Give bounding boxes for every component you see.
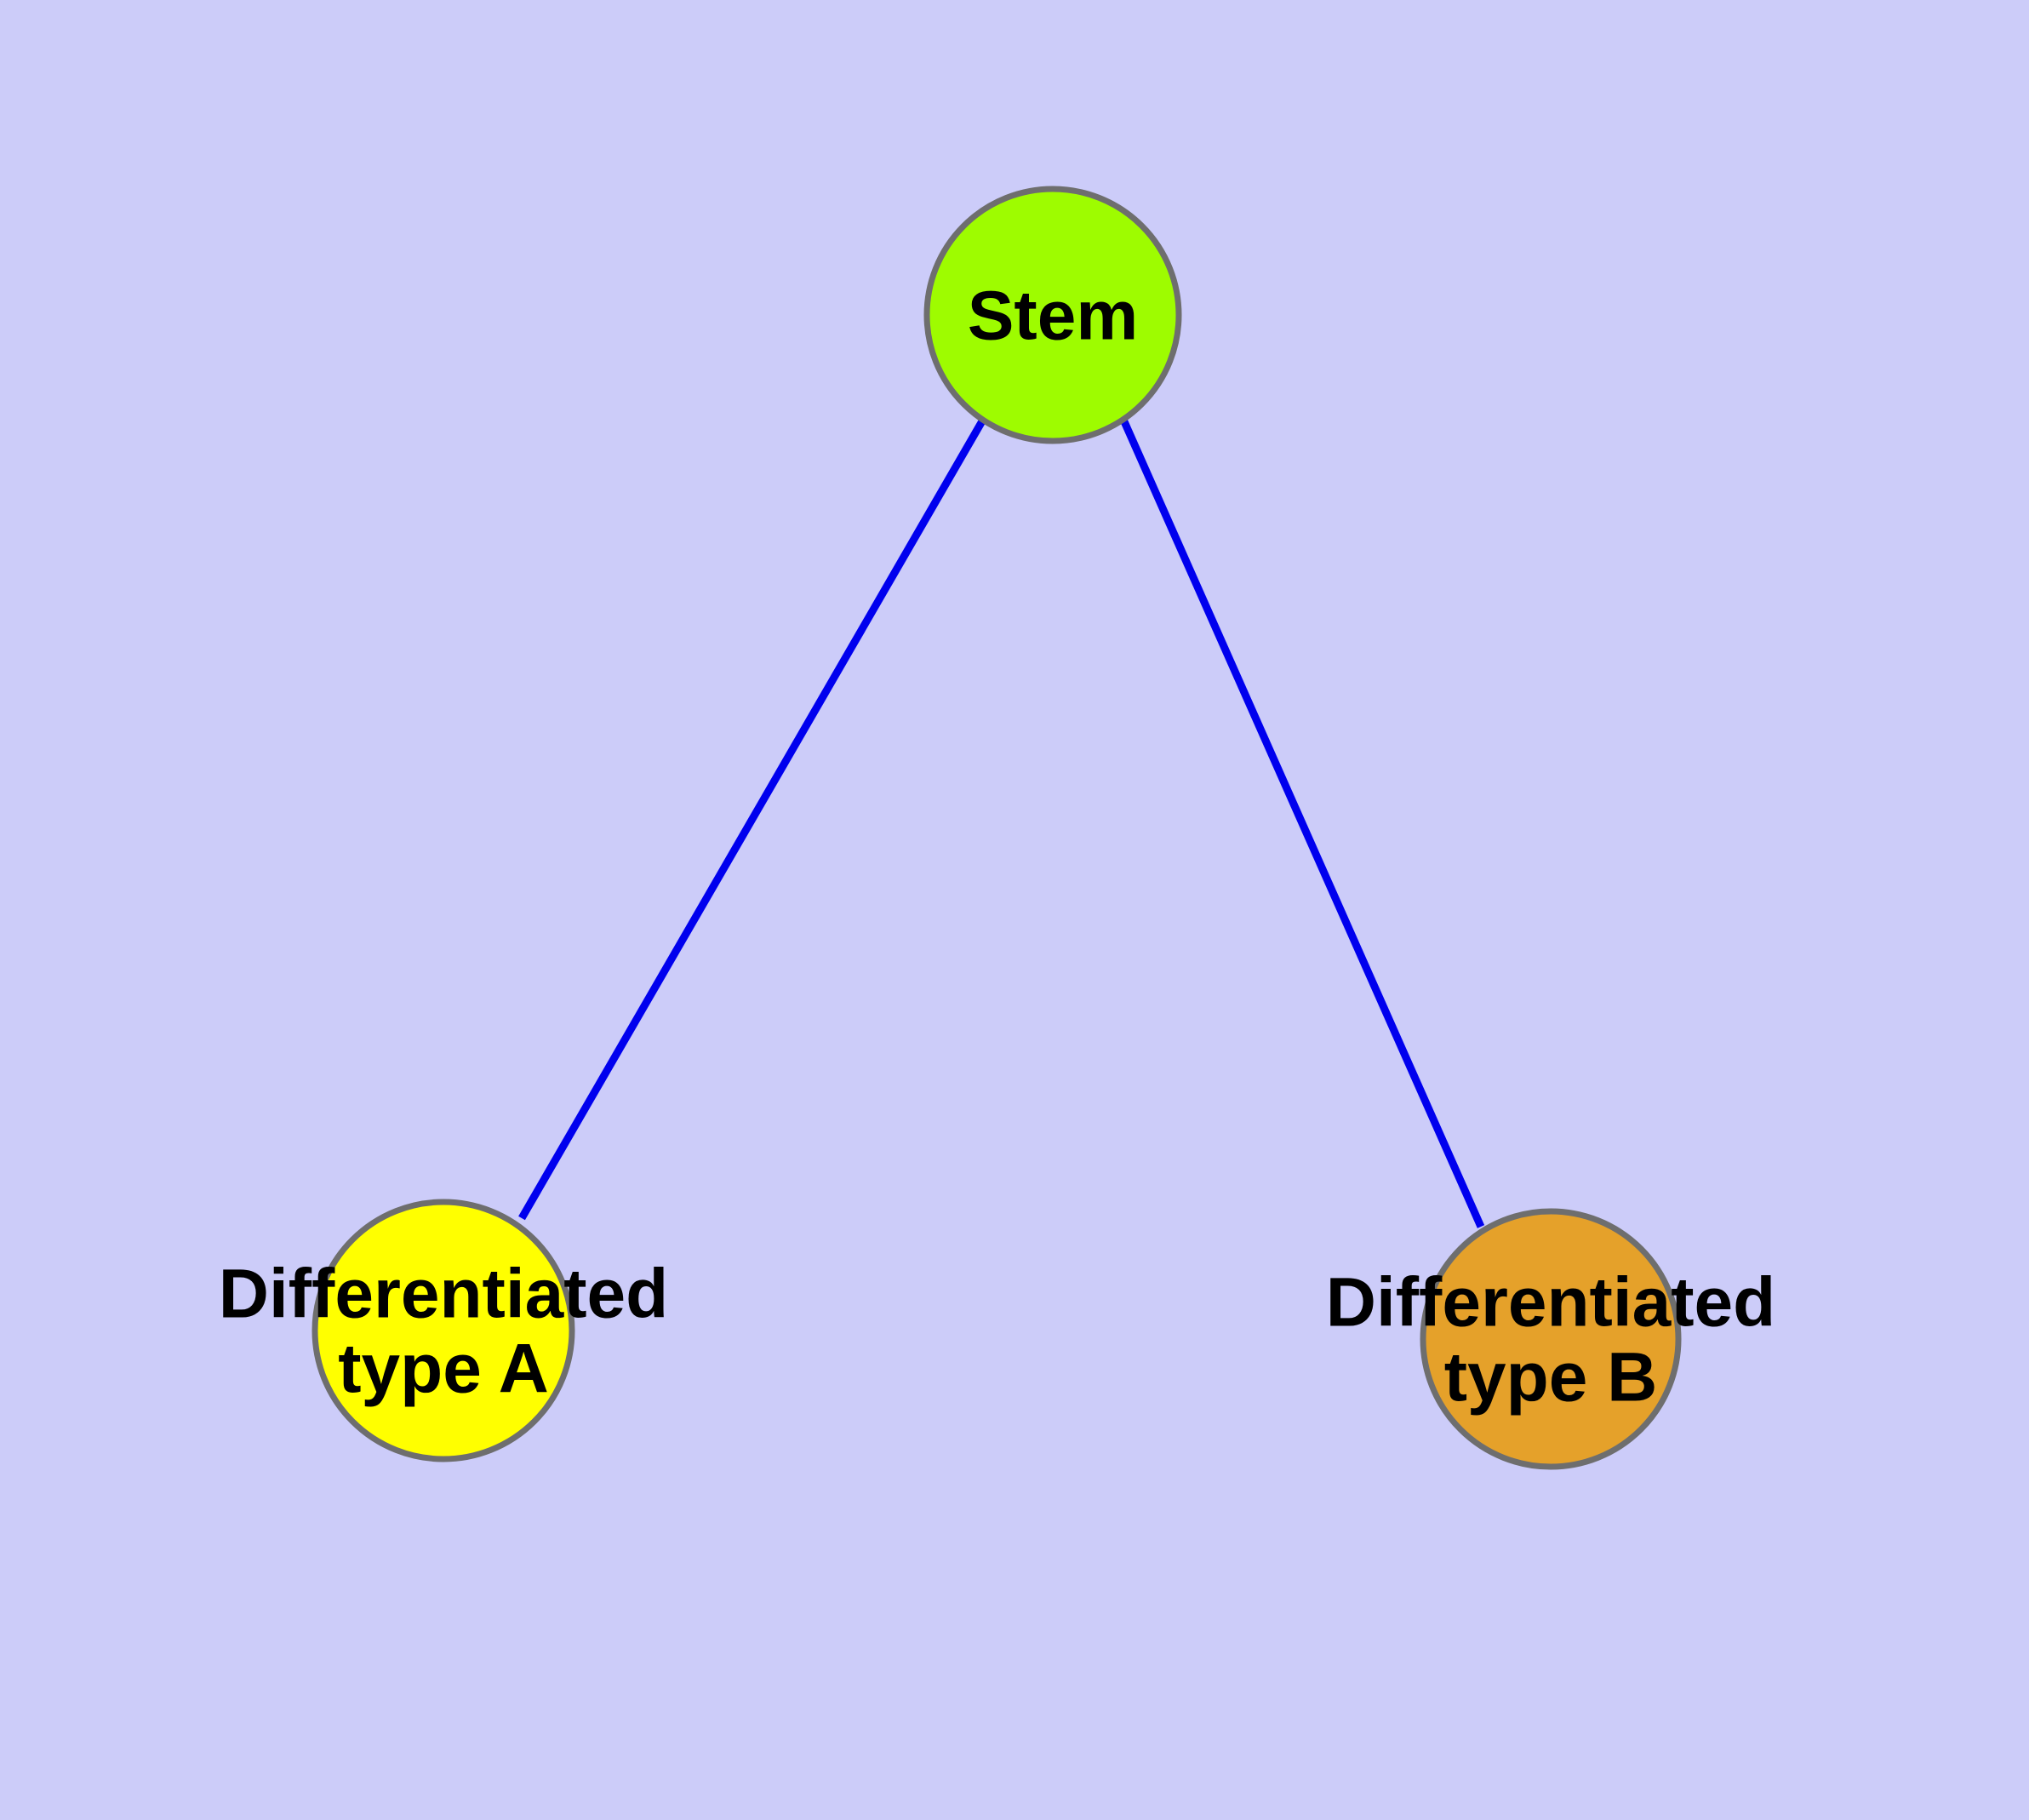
- node-label-stem: Stem: [968, 278, 1139, 355]
- edge-stem-to-diff-a[interactable]: [518, 417, 986, 1221]
- node-label-line: Differentiated: [1326, 1264, 1776, 1342]
- edge-stem-to-diff-b[interactable]: [1119, 418, 1485, 1228]
- node-label-line: Stem: [968, 278, 1139, 355]
- edges-group: [518, 417, 1485, 1228]
- node-circle-diff-a[interactable]: [311, 1199, 575, 1462]
- node-label-line: type A: [338, 1331, 549, 1408]
- node-circle-diff-b[interactable]: [1420, 1208, 1682, 1470]
- nodes-group: [311, 186, 1682, 1470]
- node-label-line: type B: [1444, 1339, 1658, 1417]
- node-label-line: Differentiated: [219, 1256, 669, 1333]
- node-circle-stem[interactable]: [923, 186, 1182, 444]
